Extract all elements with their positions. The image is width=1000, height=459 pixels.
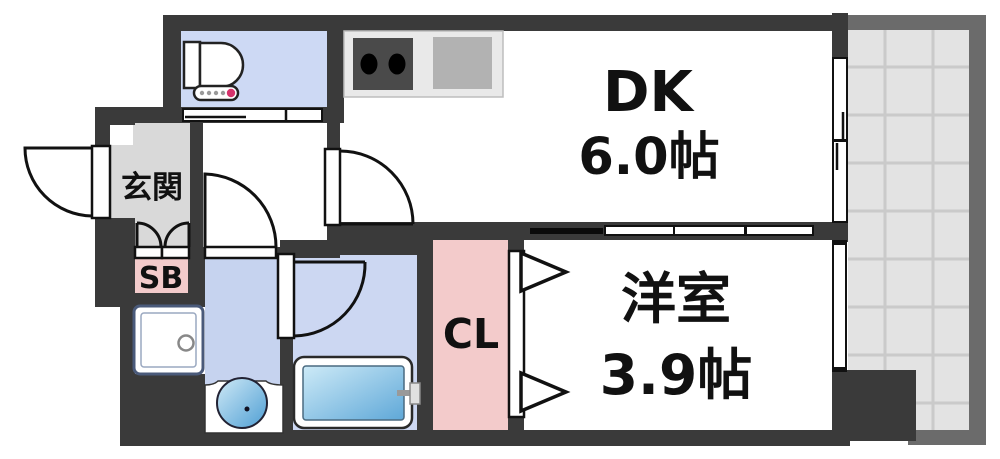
doors <box>23 144 571 419</box>
western-room-floor <box>524 240 832 430</box>
balcony-tiles <box>848 30 969 430</box>
kitchen-counter <box>343 30 504 98</box>
washing-machine-pan-icon <box>132 304 205 376</box>
closet-label: CL <box>443 310 499 358</box>
hallway-floor <box>203 123 327 247</box>
shoebox-double-doors <box>133 221 191 260</box>
room-labels: 玄関 SB CL DK 6.0帖 洋室 3.9帖 <box>121 60 752 407</box>
closet-floor <box>433 240 508 432</box>
bathroom-door <box>276 252 367 340</box>
stove-icon <box>353 38 413 90</box>
closet-folding-doors <box>507 249 571 419</box>
balcony-wall-bottom <box>908 430 986 445</box>
western-balcony-window <box>832 240 847 372</box>
entrance-door <box>23 144 112 220</box>
genkan-label: 玄関 <box>121 170 183 206</box>
dk-door <box>323 147 415 227</box>
dk-balcony-window <box>832 57 848 223</box>
washbasin-icon <box>204 377 284 434</box>
windows <box>182 57 848 372</box>
western-room-size-label: 3.9帖 <box>600 343 752 407</box>
bathtub-icon <box>292 355 421 430</box>
balcony <box>848 15 986 445</box>
folding-door-arrow-icon <box>519 250 571 294</box>
balcony-wall-right <box>969 15 986 445</box>
dk-size-label: 6.0帖 <box>578 128 719 187</box>
balcony-wall-top <box>848 15 985 30</box>
western-room-label: 洋室 <box>621 267 731 331</box>
toilet-icon <box>182 40 245 102</box>
dk-western-sliding-partition <box>530 225 814 236</box>
shoebox-floor <box>133 258 190 293</box>
folding-door-arrow-icon <box>519 370 571 414</box>
shoebox-label: SB <box>139 261 183 296</box>
hallway-washroom-door <box>203 172 278 260</box>
toilet-sliding-door <box>182 108 323 122</box>
bathtub-faucet-icon <box>397 390 413 396</box>
kitchen-sink-icon <box>433 37 492 89</box>
dk-label: DK <box>603 60 695 125</box>
